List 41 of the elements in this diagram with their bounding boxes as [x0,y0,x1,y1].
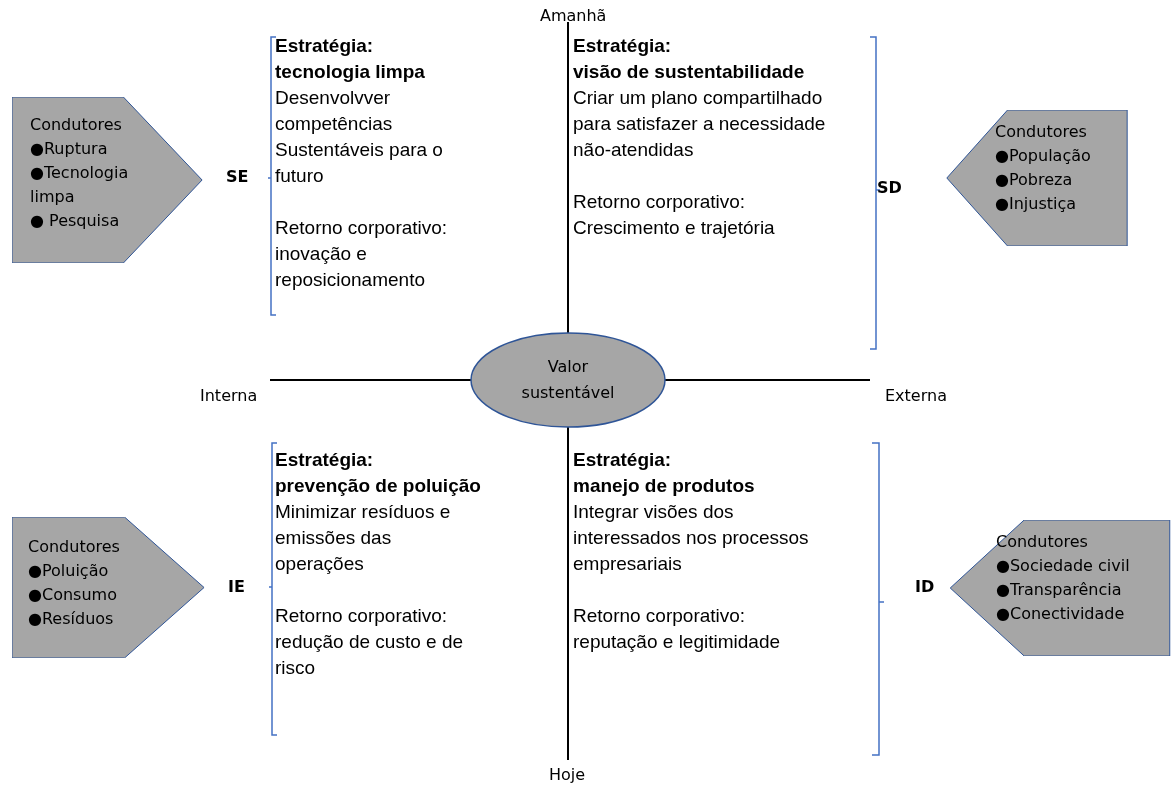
strategy-heading: tecnologia limpa [275,60,425,84]
quadrant-code: SD [877,178,902,197]
quadrant-code: SE [226,167,249,186]
axis-label: Hoje [549,765,586,784]
return-text: Retorno corporativo: reputação e legitimidade [573,604,782,654]
quadrant-code: ID [915,577,935,596]
list-item: ●Consumo [28,584,118,606]
strategy-heading: Estratégia: [573,34,672,58]
list-item: ●Poluição [28,560,110,582]
strategy-text: Desenvolvver competências Sustentáveis para o futuro [275,86,444,188]
list-item: ●Resíduos [28,608,115,630]
list-item: ●Injustiça [995,193,1078,215]
heading-text: Condutores [995,121,1088,143]
strategy-heading: Estratégia: [275,448,374,472]
axis-label: Externa [885,386,947,405]
strategy-heading: manejo de produtos [573,474,755,498]
axis-label: Amanhã [540,6,607,25]
strategy-text: Integrar visões dos interessados nos processos empresariais [573,500,810,576]
heading-text: Condutores [996,531,1089,553]
axis-label: Interna [200,386,258,405]
list-item: ●Pobreza [995,169,1074,191]
list-item: ●Sociedade civil [996,555,1131,577]
strategy-heading: Estratégia: [573,448,672,472]
return-text: Retorno corporativo: redução de custo e de risco [275,604,465,680]
list-item: ● Pesquisa [30,210,121,232]
return-text: Retorno corporativo: Crescimento e trajetória [573,190,776,240]
list-item: ●Conectividade [996,603,1126,625]
strategy-heading: Estratégia: [275,34,374,58]
heading-text: Condutores [30,114,123,136]
strategy-text: Criar um plano compartilhado para satisfazer a necessidade não-atendidas [573,86,827,162]
strategy-text: Minimizar resíduos e emissões das operações [275,500,452,576]
quadrant-code: IE [228,577,245,596]
list-item: ●Ruptura [30,138,109,160]
list-item: ●População [995,145,1092,167]
list-item: ●Transparência [996,579,1123,601]
strategy-heading: prevenção de poluição [275,474,481,498]
strategy-heading: visão de sustentabilidade [573,60,805,84]
list-item: ●Tecnologia limpa [30,162,130,208]
center-label: Valor sustentável [520,356,616,404]
return-text: Retorno corporativo: inovação e reposicionamento [275,216,449,292]
heading-text: Condutores [28,536,121,558]
